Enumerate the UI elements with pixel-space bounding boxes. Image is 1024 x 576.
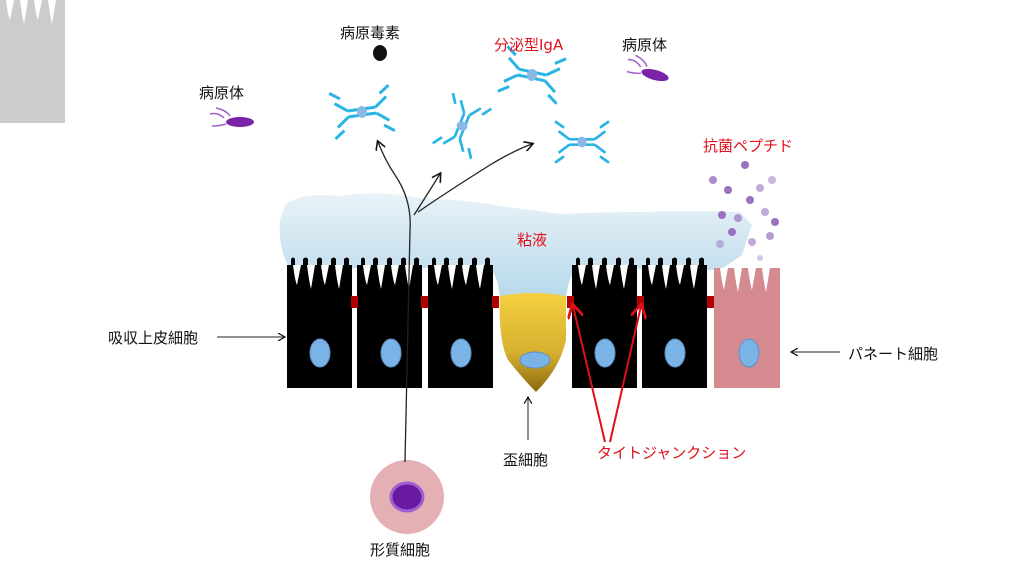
pathogen-icon	[623, 52, 673, 85]
junction-arrow	[573, 306, 606, 443]
plasma-cell-nucleus	[389, 481, 425, 513]
paneth-cell-label: パネート細胞	[848, 345, 938, 363]
absorptive-cell-label: 吸収上皮細胞	[108, 329, 198, 347]
pathogen-icon	[209, 107, 255, 128]
antimicrobial-peptide-label: 抗菌ペプチド	[703, 137, 793, 155]
mucus-layer	[279, 193, 752, 300]
pathogen-label-left: 病原体	[199, 84, 244, 102]
antimicrobial-peptides	[709, 161, 779, 261]
goblet-cell-label: 盃細胞	[503, 451, 548, 469]
iga-antibody	[327, 83, 397, 141]
goblet-nucleus	[519, 351, 551, 369]
absorptive-cells	[0, 0, 65, 123]
paneth-cell	[714, 268, 780, 388]
toxin-label: 病原毒素	[340, 24, 400, 42]
iga-antibody	[496, 44, 568, 106]
iga-antibody	[431, 91, 493, 161]
junction-arrow	[609, 306, 641, 443]
toxin-icon	[373, 45, 387, 61]
nuclei	[309, 338, 760, 368]
goblet-cell	[499, 293, 566, 392]
iga-antibody	[553, 119, 611, 165]
iga-label: 分泌型IgA	[494, 36, 564, 54]
mucus-label: 粘液	[517, 231, 547, 249]
pathogen-label-right: 病原体	[622, 36, 667, 54]
tight-junction-label: タイトジャンクション	[597, 444, 746, 462]
secretion-arrows	[378, 142, 532, 463]
plasma-cell-label: 形質細胞	[370, 541, 430, 559]
